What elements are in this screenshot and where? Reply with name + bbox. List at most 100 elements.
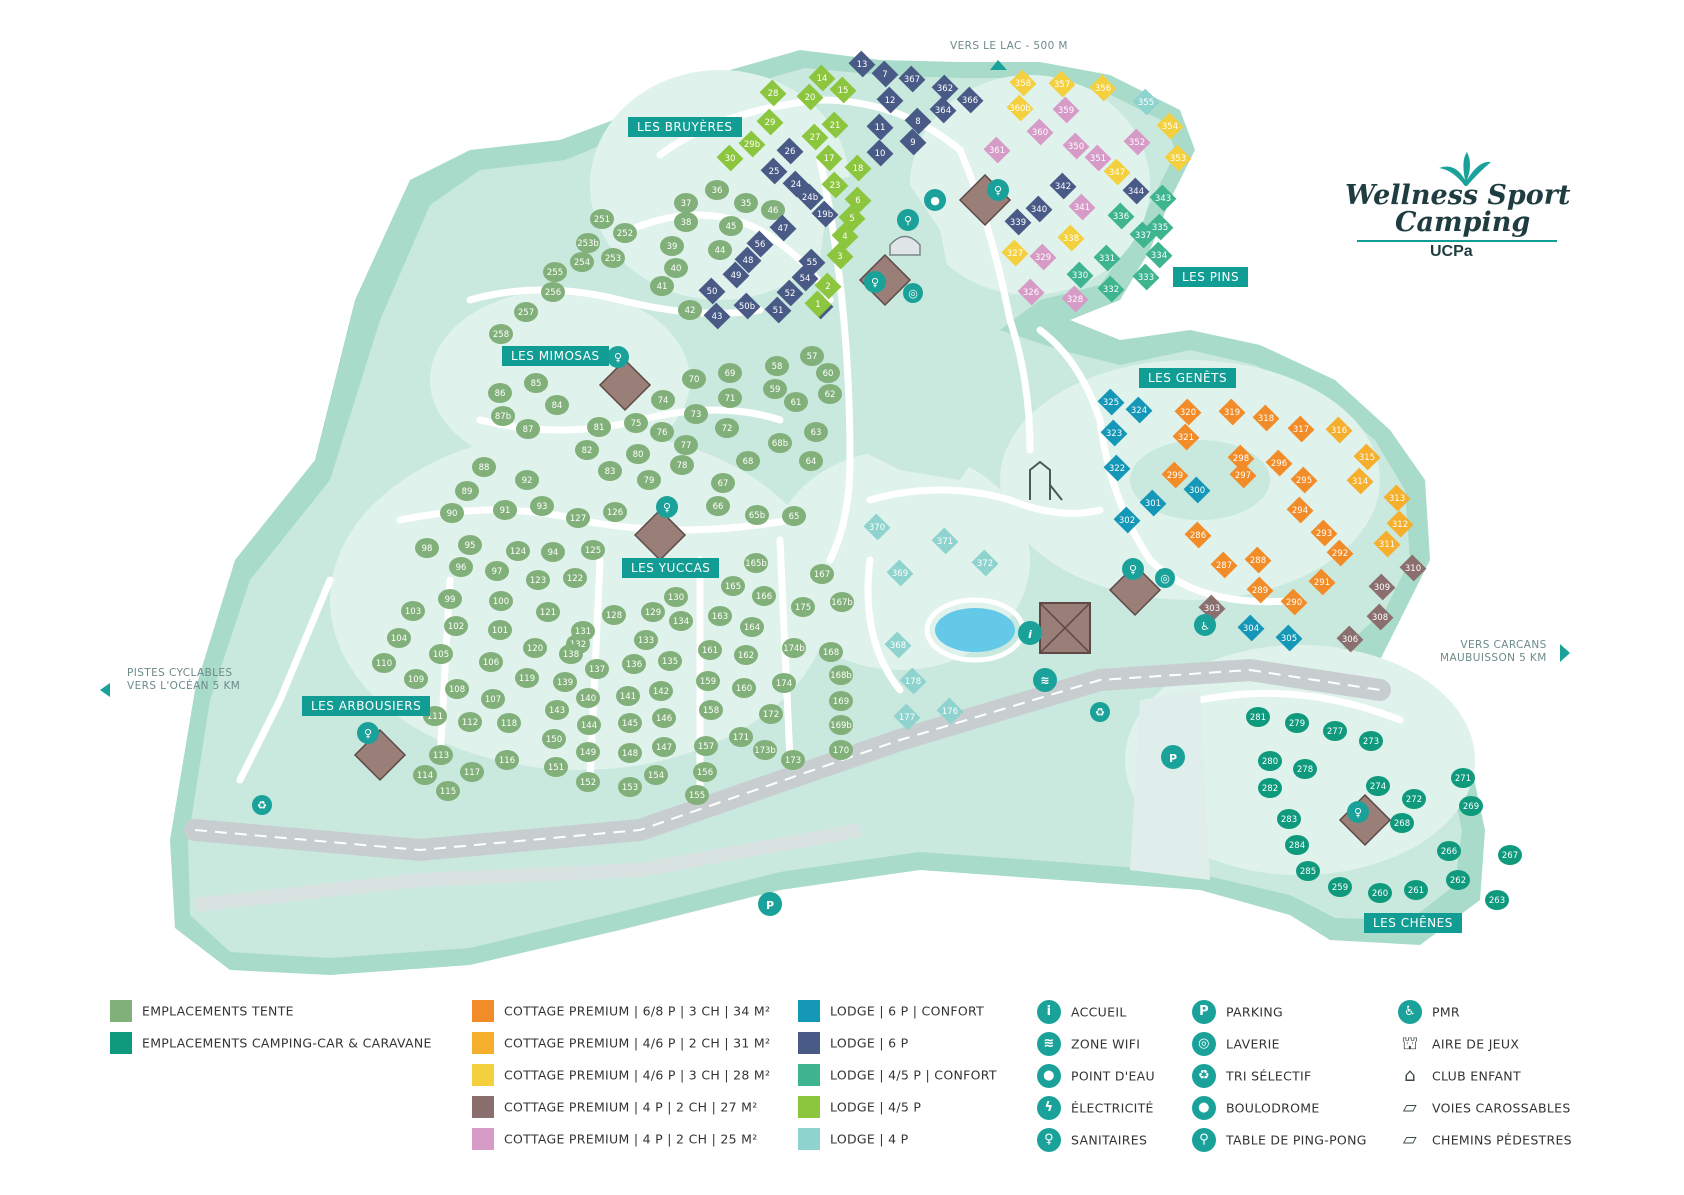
pitch-marker	[931, 74, 959, 102]
pitch-104: 104	[387, 628, 411, 648]
pitch-331: 331	[1093, 244, 1121, 272]
pitch-number: 80	[633, 450, 644, 460]
pitch-177: 177	[893, 703, 921, 731]
svg-text:♻: ♻	[1095, 706, 1105, 719]
pitch-number: 159	[700, 677, 716, 687]
pitch-marker	[1062, 132, 1090, 160]
pitch-number: 344	[1128, 187, 1144, 197]
pitch-number: 30	[725, 154, 736, 164]
recycling-icon: ♻	[1192, 1064, 1216, 1088]
pitch-87b: 87b	[491, 406, 515, 426]
pitch-number: 174	[776, 679, 792, 689]
pitch-174b: 174b	[782, 638, 806, 658]
pitch-number: 169	[833, 697, 849, 707]
pitch-9: 9	[899, 128, 927, 156]
pitch-number: 135	[662, 657, 678, 667]
pitch-marker	[1174, 398, 1202, 426]
pitch-marker	[829, 691, 853, 711]
pitch-15: 15	[829, 76, 857, 104]
legend-item-col3-4: LODGE | 4 P	[798, 1128, 909, 1150]
pitch-marker	[618, 777, 642, 797]
pitch-marker	[618, 743, 642, 763]
pitch-78: 78	[670, 455, 694, 475]
pitch-marker	[601, 248, 625, 268]
pitch-marker	[848, 50, 876, 78]
pitch-113: 113	[429, 745, 453, 765]
arrow-right-icon	[1560, 644, 1570, 662]
pitch-28: 28	[759, 79, 787, 107]
pitch-259: 259	[1328, 877, 1352, 897]
pitch-number: 165b	[745, 559, 767, 569]
pitch-number: 147	[656, 743, 672, 753]
pitch-number: 40	[671, 264, 682, 274]
pitch-marker	[641, 602, 665, 622]
pitch-number: 263	[1489, 896, 1505, 906]
pitch-117: 117	[460, 762, 484, 782]
pitch-number: 131	[575, 627, 591, 637]
pitch-324: 324	[1125, 396, 1153, 424]
pitch-344: 344	[1122, 177, 1150, 205]
pitch-166: 166	[752, 586, 776, 606]
svg-text:♀: ♀	[614, 351, 622, 364]
pitch-100: 100	[489, 591, 513, 611]
pitch-number: 79	[644, 476, 655, 486]
pitch-marker	[1485, 890, 1509, 910]
pitch-number: 104	[391, 634, 407, 644]
pitch-273: 273	[1359, 731, 1383, 751]
pitch-number: 133	[638, 636, 654, 646]
pitch-number: 21	[830, 121, 841, 131]
pitch-88: 88	[472, 457, 496, 477]
pitch-303: 303	[1198, 594, 1226, 622]
pitch-marker	[829, 715, 853, 735]
pitch-364: 364	[929, 96, 957, 124]
pitch-300: 300	[1183, 476, 1211, 504]
pitch-marker	[644, 765, 668, 785]
pitch-167b: 167b	[830, 592, 854, 612]
pitch-119: 119	[515, 668, 539, 688]
pitch-90: 90	[440, 503, 464, 523]
pitch-number: 4	[842, 232, 847, 242]
pitch-marker	[1346, 467, 1374, 495]
pitch-23: 23	[821, 171, 849, 199]
pitch-marker	[736, 451, 760, 471]
pitch-marker	[506, 541, 530, 561]
pitch-170: 170	[829, 740, 853, 760]
pitch-355: 355	[1132, 88, 1160, 116]
pitch-marker	[1373, 530, 1401, 558]
pitch-267: 267	[1498, 845, 1522, 865]
pitch-110: 110	[372, 653, 396, 673]
pitch-number: 69	[725, 369, 736, 379]
pitch-marker	[1287, 415, 1315, 443]
pitch-marker	[899, 128, 927, 156]
legend-item-col6-4: ▱CHEMINS PÉDESTRES	[1398, 1128, 1572, 1152]
pitch-marker	[1001, 239, 1029, 267]
pitch-361: 361	[983, 136, 1011, 164]
pitch-55: 55	[798, 248, 826, 276]
pitch-marker	[1368, 883, 1392, 903]
pitch-340: 340	[1025, 195, 1053, 223]
pitch-261: 261	[1404, 880, 1428, 900]
pitch-369: 369	[886, 559, 914, 587]
pitch-marker	[708, 606, 732, 626]
pitch-marker	[769, 214, 797, 242]
svg-text:i: i	[1028, 628, 1032, 641]
pitch-number: 274	[1370, 782, 1386, 792]
pitch-262: 262	[1446, 870, 1470, 890]
legend-item-col3-2: LODGE | 4/5 P | CONFORT	[798, 1064, 997, 1086]
pitch-number: 316	[1331, 426, 1347, 436]
pitch-156: 156	[693, 762, 717, 782]
pitch-number: 19b	[817, 210, 833, 220]
pitch-176: 176	[936, 697, 964, 725]
pitch-marker	[814, 272, 842, 300]
pitch-342: 342	[1049, 172, 1077, 200]
legend-label: COTTAGE PREMIUM | 4 P | 2 CH | 25 M²	[504, 1131, 758, 1147]
pitch-350: 350	[1062, 132, 1090, 160]
pitch-251: 251	[590, 209, 614, 229]
pitch-marker	[931, 527, 959, 555]
pitch-number: 93	[537, 502, 548, 512]
pitch-number: 99	[445, 595, 456, 605]
pitch-347: 347	[1103, 158, 1131, 186]
ping-pong-icon: ⚲	[1192, 1128, 1216, 1152]
svg-text:♀: ♀	[871, 276, 879, 289]
pitch-49: 49	[722, 261, 750, 289]
